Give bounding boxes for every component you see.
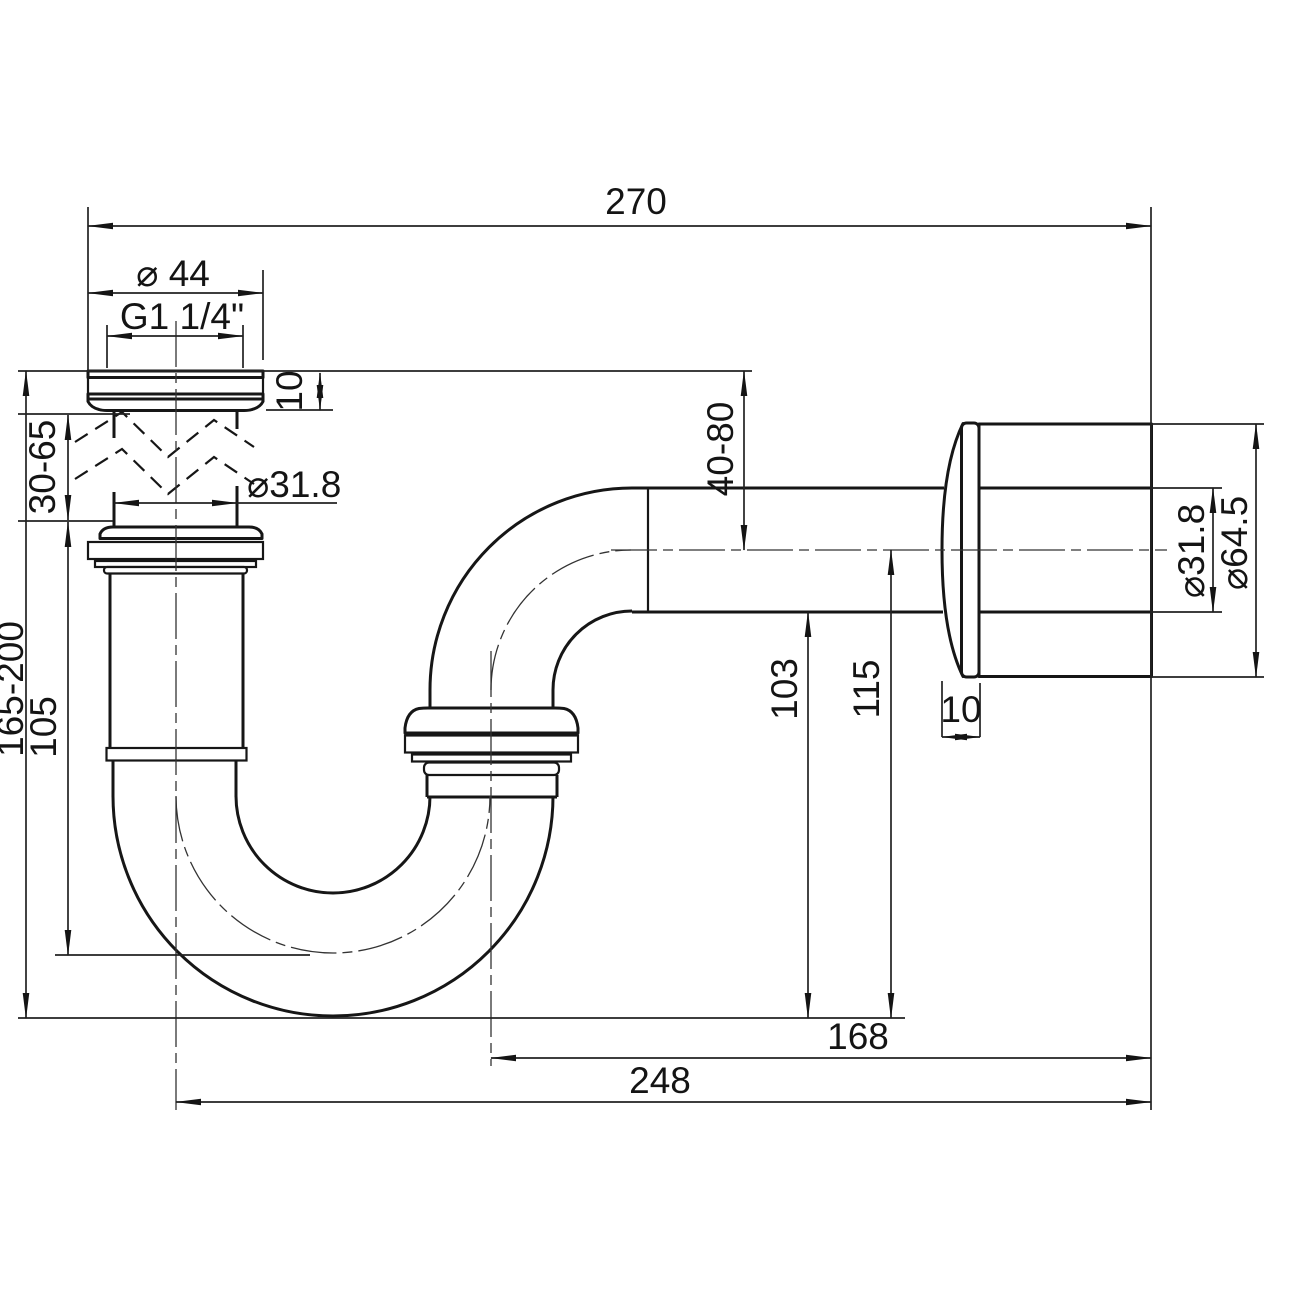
- trap-body: [105, 573, 555, 1018]
- dim-cap-nut-height: 10: [269, 370, 324, 412]
- inlet-tube: [74, 410, 255, 527]
- dim-trap-body-height: 105: [23, 521, 72, 956]
- dim-inlet-pipe-diameter: ⌀31.8: [113, 464, 341, 507]
- dim-overall-height-range-label: 165-200: [0, 621, 31, 757]
- pipe-break-symbol: [74, 447, 255, 496]
- dim-outlet-pipe-diameter: ⌀31.8: [1171, 487, 1217, 613]
- dim-overall-width: 270: [87, 181, 1152, 230]
- dim-outlet-underside-height: 103: [764, 611, 812, 1019]
- dim-outlet-underside-height-label: 103: [764, 658, 805, 720]
- dim-flange-thickness: 10: [940, 689, 982, 741]
- elbow-inner-arc: [551, 609, 633, 691]
- dim-overall-depth-label: 248: [629, 1060, 691, 1101]
- dim-outlet-pipe-diameter-label: ⌀31.8: [1171, 504, 1212, 598]
- dim-thread-size-label: G1 1/4": [120, 296, 244, 337]
- dim-wall-flange-diameter: ⌀64.5: [1214, 423, 1260, 678]
- dim-overall-width-label: 270: [605, 181, 667, 222]
- dim-outlet-height-range-label: 40-80: [700, 402, 741, 497]
- dim-trap-body-height-label: 105: [23, 696, 64, 758]
- elbow-outer-arc: [428, 486, 633, 691]
- dim-outlet-axis-height-label: 115: [846, 660, 887, 719]
- dim-flange-thickness-label: 10: [940, 689, 981, 730]
- dimensions: 270 ⌀ 44 G1 1/4" 10 30-65 ⌀31.8 40-80: [0, 181, 1260, 1106]
- dim-inlet-pipe-diameter-label: ⌀31.8: [247, 464, 341, 505]
- u-bend-inner-arc: [234, 795, 432, 895]
- dim-thread-size: G1 1/4": [106, 296, 244, 340]
- dim-outlet-span-label: 168: [827, 1016, 889, 1057]
- dim-overall-height-range: 165-200: [0, 370, 31, 1019]
- dim-outlet-span: 168: [490, 1016, 1152, 1062]
- dim-inlet-adjust-range: 30-65: [22, 414, 72, 521]
- dim-outlet-axis-height: 115: [846, 549, 895, 1019]
- dim-cap-nut-diameter: ⌀ 44: [87, 253, 264, 297]
- dim-cap-nut-diameter-label: ⌀ 44: [136, 253, 210, 294]
- u-bend-outer-arc: [111, 795, 555, 1018]
- pipe-break-symbol: [74, 410, 255, 459]
- dim-wall-flange-diameter-label: ⌀64.5: [1214, 496, 1255, 590]
- dim-inlet-adjust-range-label: 30-65: [22, 420, 63, 515]
- dim-overall-depth: 248: [175, 1060, 1152, 1106]
- dim-outlet-height-range: 40-80: [700, 370, 748, 551]
- dim-cap-nut-height-label: 10: [269, 370, 310, 411]
